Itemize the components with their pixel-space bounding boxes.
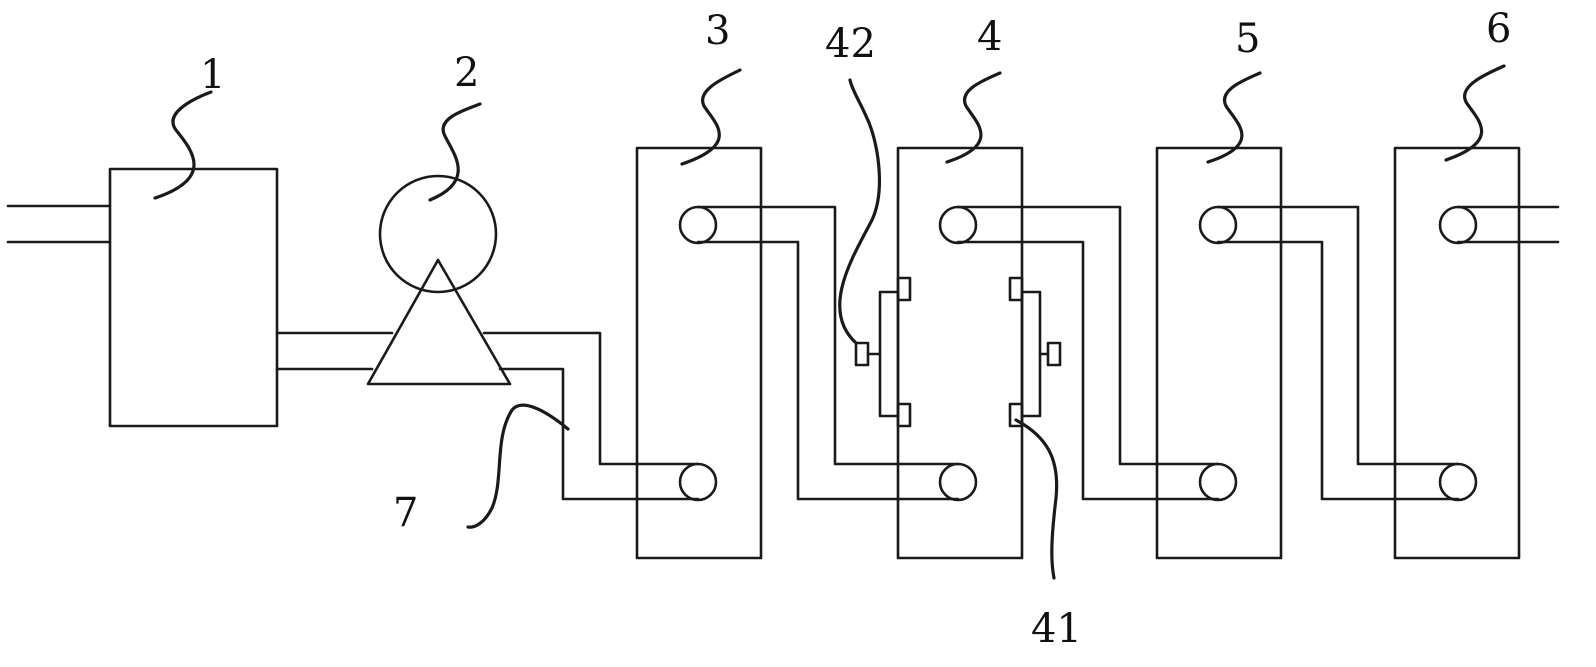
component-1-box xyxy=(108,167,279,428)
electrode-41 xyxy=(1008,276,1062,428)
tank-4-bottom-port xyxy=(938,462,978,502)
leader-7 xyxy=(466,403,570,529)
pipe-5-to-6 xyxy=(1216,205,1460,501)
pipe-1-to-2 xyxy=(275,331,394,371)
leader-42 xyxy=(838,78,882,345)
component-3-tank xyxy=(635,146,763,560)
leader-4 xyxy=(945,71,1002,164)
leader-1 xyxy=(153,90,213,200)
component-4-tank xyxy=(896,146,1024,560)
tank-3-bottom-port xyxy=(678,462,718,502)
label-3: 3 xyxy=(705,8,730,54)
outlet-pipe xyxy=(1456,205,1560,244)
leader-3 xyxy=(680,68,742,166)
electrode-42 xyxy=(854,276,912,428)
label-6: 6 xyxy=(1486,6,1511,52)
label-4: 4 xyxy=(977,14,1002,60)
pipe-7 xyxy=(482,331,700,501)
inlet-pipe xyxy=(6,204,112,244)
label-1: 1 xyxy=(200,52,225,98)
leader-2 xyxy=(428,102,482,202)
component-2-pump xyxy=(366,174,512,386)
label-5: 5 xyxy=(1235,16,1260,62)
label-41: 41 xyxy=(1031,606,1082,652)
component-6-tank xyxy=(1393,146,1521,560)
leader-41 xyxy=(1014,418,1059,580)
tank-6-bottom-port xyxy=(1438,462,1478,502)
label-42: 42 xyxy=(825,21,876,67)
component-5-tank xyxy=(1155,146,1283,560)
tank-3-top-port xyxy=(678,205,718,245)
tank-5-top-port xyxy=(1198,205,1238,245)
tank-6-top-port xyxy=(1438,205,1478,245)
pipe-3-to-4 xyxy=(696,205,960,501)
pipe-4-to-5 xyxy=(956,205,1220,501)
label-2: 2 xyxy=(454,50,479,96)
tank-5-bottom-port xyxy=(1198,462,1238,502)
leader-6 xyxy=(1444,64,1506,162)
label-7: 7 xyxy=(393,490,418,536)
tank-4-top-port xyxy=(938,205,978,245)
leader-5 xyxy=(1206,71,1262,164)
